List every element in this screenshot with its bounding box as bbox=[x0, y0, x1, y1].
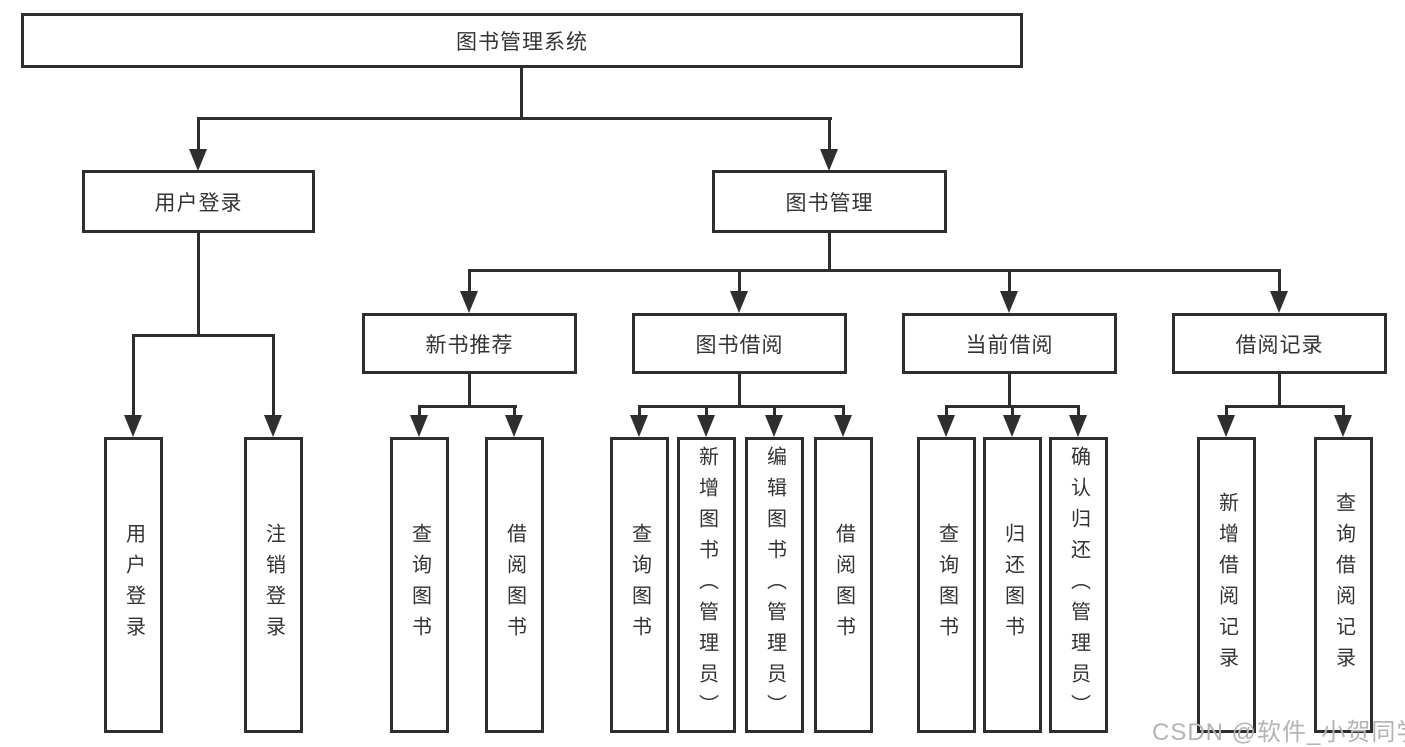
node-current-borrowing: 当前借阅 bbox=[902, 313, 1117, 374]
leaf-label: 借阅图书 bbox=[832, 523, 855, 647]
node-book-management: 图书管理 bbox=[712, 170, 947, 233]
leaf-return-books: 归还图书 bbox=[983, 437, 1042, 733]
connector-line bbox=[1278, 374, 1281, 407]
node-label: 新书推荐 bbox=[425, 333, 514, 357]
leaf-logout: 注销登录 bbox=[244, 437, 303, 733]
arrow-down-icon bbox=[189, 149, 207, 171]
arrow-down-icon bbox=[1000, 291, 1018, 313]
node-label: 用户登录 bbox=[154, 191, 243, 215]
connector-line bbox=[773, 405, 776, 417]
node-label: 图书管理系统 bbox=[456, 30, 588, 54]
node-library-system: 图书管理系统 bbox=[21, 13, 1023, 68]
arrow-down-icon bbox=[765, 415, 783, 437]
arrow-down-icon bbox=[410, 415, 428, 437]
connector-line bbox=[513, 405, 516, 417]
leaf-edit-books-admin: 编辑图书（管理员） bbox=[745, 437, 804, 733]
leaf-label: 新增图书（管理员） bbox=[695, 445, 718, 725]
connector-line bbox=[197, 233, 200, 336]
arrow-down-icon bbox=[505, 415, 523, 437]
connector-line bbox=[418, 405, 421, 417]
arrow-down-icon bbox=[1270, 291, 1288, 313]
connector-line bbox=[1008, 269, 1011, 293]
arrow-down-icon bbox=[1334, 415, 1352, 437]
arrow-down-icon bbox=[937, 415, 955, 437]
leaf-user-login: 用户登录 bbox=[104, 437, 163, 733]
connector-line bbox=[1011, 405, 1014, 417]
node-borrowing-records: 借阅记录 bbox=[1172, 313, 1387, 374]
arrow-down-icon bbox=[1217, 415, 1235, 437]
connector-line bbox=[705, 405, 708, 417]
leaf-borrow-books: 借阅图书 bbox=[814, 437, 873, 733]
connector-line bbox=[1225, 405, 1228, 417]
node-label: 当前借阅 bbox=[965, 333, 1054, 357]
connector-line bbox=[1008, 374, 1011, 407]
connector-line bbox=[842, 405, 845, 417]
arrow-down-icon bbox=[124, 415, 142, 437]
arrow-down-icon bbox=[630, 415, 648, 437]
leaf-label: 查询图书 bbox=[408, 523, 431, 647]
node-label: 图书借阅 bbox=[695, 333, 784, 357]
connector-line bbox=[132, 334, 135, 417]
connector-line bbox=[468, 269, 1281, 272]
leaf-query-books-current: 查询图书 bbox=[917, 437, 976, 733]
connector-line bbox=[272, 334, 275, 417]
leaf-label: 查询借阅记录 bbox=[1332, 492, 1355, 678]
arrow-down-icon bbox=[460, 291, 478, 313]
arrow-down-icon bbox=[1003, 415, 1021, 437]
leaf-label: 确认归还（管理员） bbox=[1067, 445, 1090, 725]
connector-line bbox=[197, 117, 832, 120]
leaf-label: 编辑图书（管理员） bbox=[763, 445, 786, 725]
connector-line bbox=[738, 269, 741, 293]
leaf-query-books-recommend: 查询图书 bbox=[390, 437, 449, 733]
leaf-confirm-return-admin: 确认归还（管理员） bbox=[1049, 437, 1108, 733]
connector-line bbox=[638, 405, 641, 417]
leaf-label: 查询图书 bbox=[628, 523, 651, 647]
node-new-book-recommend: 新书推荐 bbox=[362, 313, 577, 374]
leaf-label: 注销登录 bbox=[262, 523, 285, 647]
connector-line bbox=[1225, 405, 1345, 408]
connector-line bbox=[945, 405, 948, 417]
connector-line bbox=[1077, 405, 1080, 417]
connector-line bbox=[638, 405, 845, 408]
connector-line bbox=[1342, 405, 1345, 417]
leaf-query-borrow-record: 查询借阅记录 bbox=[1314, 437, 1373, 733]
connector-line bbox=[468, 374, 471, 407]
connector-line bbox=[828, 233, 831, 271]
connector-line bbox=[520, 68, 523, 118]
node-label: 图书管理 bbox=[785, 191, 874, 215]
leaf-label: 归还图书 bbox=[1001, 523, 1024, 647]
arrow-down-icon bbox=[264, 415, 282, 437]
arrow-down-icon bbox=[697, 415, 715, 437]
connector-line bbox=[468, 269, 471, 293]
leaf-query-books-borrowing: 查询图书 bbox=[610, 437, 669, 733]
leaf-label: 借阅图书 bbox=[503, 523, 526, 647]
connector-line bbox=[828, 117, 831, 151]
connector-line bbox=[1278, 269, 1281, 293]
node-user-login: 用户登录 bbox=[82, 170, 315, 233]
csdn-watermark: CSDN @软件_小贺同学 bbox=[1152, 719, 1405, 746]
leaf-label: 新增借阅记录 bbox=[1215, 492, 1238, 678]
connector-line bbox=[132, 334, 275, 337]
arrow-down-icon bbox=[730, 291, 748, 313]
leaf-label: 用户登录 bbox=[122, 523, 145, 647]
arrow-down-icon bbox=[820, 149, 838, 171]
leaf-add-borrow-record: 新增借阅记录 bbox=[1197, 437, 1256, 733]
leaf-borrow-books-recommend: 借阅图书 bbox=[485, 437, 544, 733]
leaf-label: 查询图书 bbox=[935, 523, 958, 647]
connector-line bbox=[418, 405, 517, 408]
node-label: 借阅记录 bbox=[1235, 333, 1324, 357]
arrow-down-icon bbox=[834, 415, 852, 437]
connector-line bbox=[197, 117, 200, 151]
arrow-down-icon bbox=[1069, 415, 1087, 437]
node-book-borrowing: 图书借阅 bbox=[632, 313, 847, 374]
leaf-add-books-admin: 新增图书（管理员） bbox=[677, 437, 736, 733]
connector-line bbox=[738, 374, 741, 407]
